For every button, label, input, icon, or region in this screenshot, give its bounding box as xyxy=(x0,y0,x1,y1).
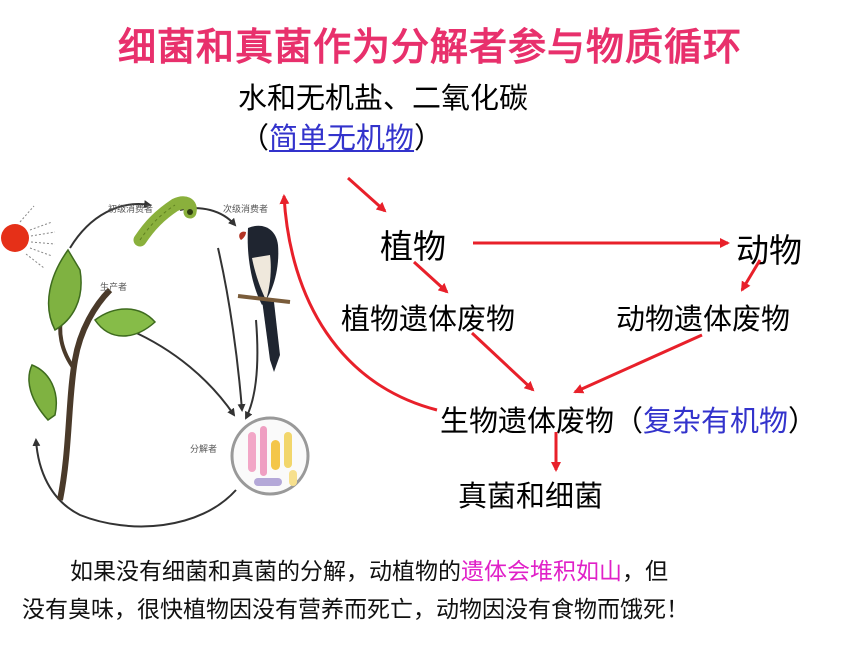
bottom-line-1: 如果没有细菌和真菌的分解，动植物的遗体会堆积如山，但 xyxy=(70,552,668,586)
complex-organic-label: 复杂有机物 xyxy=(643,404,789,438)
cycle-arrows xyxy=(32,200,259,528)
arrow-decomposer-return xyxy=(279,194,438,412)
bottom-highlight: 遗体会堆积如山 xyxy=(461,559,622,585)
arrow-animal-to-waste xyxy=(740,259,762,292)
bottom-text-part1: 如果没有细菌和真菌的分解，动植物的 xyxy=(70,559,461,585)
swallow-icon xyxy=(237,225,291,372)
sun-icon xyxy=(1,205,56,269)
page-title: 细菌和真菌作为分解者参与物质循环 xyxy=(117,25,742,69)
animal-waste-node: 动物遗体废物 xyxy=(616,302,791,336)
bio-waste-label: 生物遗体废物 xyxy=(440,404,615,438)
bio-waste-node: 生物遗体废物（复杂有机物） xyxy=(440,398,817,440)
water-salt-co2-label: 水和无机盐、二氧化碳 xyxy=(238,81,529,115)
caterpillar-icon xyxy=(133,196,197,247)
arrow-inorganic-to-plant xyxy=(347,176,387,213)
simple-inorganic-link[interactable]: 简单无机物 xyxy=(269,121,415,155)
plant-node: 植物 xyxy=(380,227,446,266)
label-decomposer: 分解者 xyxy=(190,443,217,455)
label-producer: 生产者 xyxy=(100,281,127,293)
bottom-text-part2: ，但 xyxy=(622,559,668,585)
complex-paren-close: ） xyxy=(788,404,818,438)
arrow-plantwaste-to-bio xyxy=(470,331,535,392)
simple-inorganic-label: （简单无机物） xyxy=(240,115,443,157)
arrow-plant-to-waste xyxy=(412,260,449,294)
complex-paren-open: （ xyxy=(614,404,644,438)
label-secondary-consumer: 次级消费者 xyxy=(223,203,268,215)
plant-waste-node: 植物遗体废物 xyxy=(341,302,516,336)
plant-illustration xyxy=(28,248,157,501)
paren-close: ） xyxy=(414,121,444,155)
microbe-circle-icon xyxy=(230,416,310,496)
decomposer-node: 真菌和细菌 xyxy=(458,479,604,513)
flow-arrows xyxy=(279,176,762,472)
arrow-animalwaste-to-bio xyxy=(573,333,703,394)
animal-node: 动物 xyxy=(736,231,802,270)
paren-open: （ xyxy=(240,121,270,155)
bottom-line-2: 没有臭味，很快植物因没有营养而死亡，动物因没有食物而饿死！ xyxy=(22,597,689,623)
label-primary-consumer: 初级消费者 xyxy=(108,203,153,215)
